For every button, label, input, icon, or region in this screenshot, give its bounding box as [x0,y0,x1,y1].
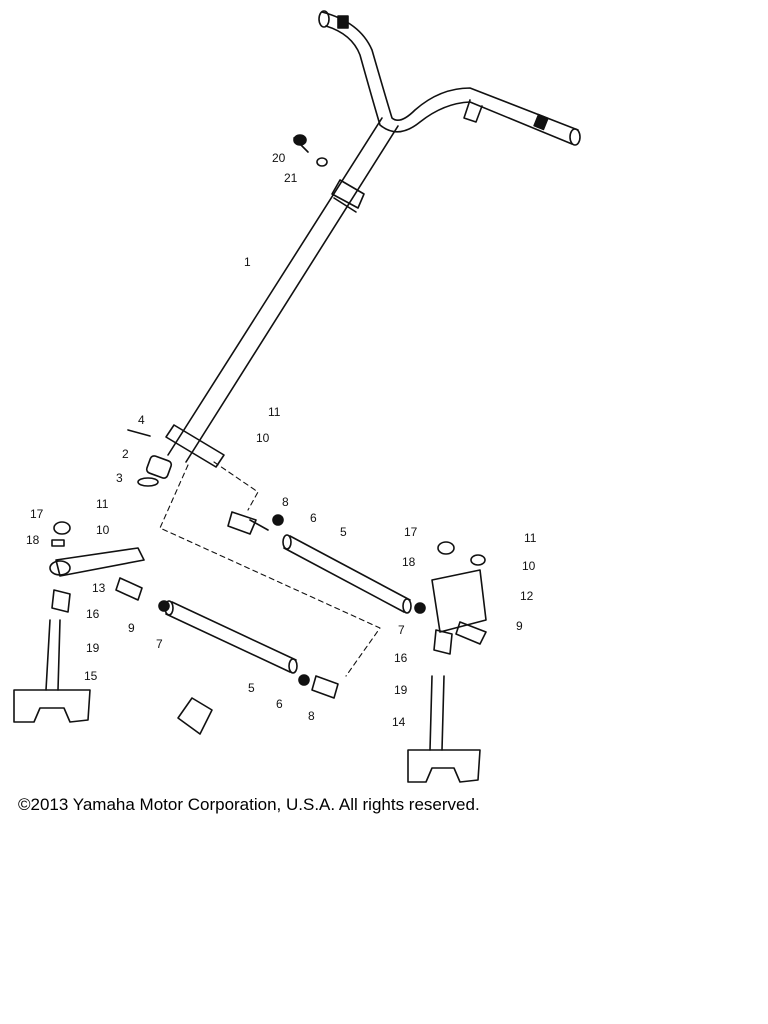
part-label-p11b: 11 [96,497,109,511]
part-label-p10b: 10 [96,523,110,537]
tie-rod-upper [282,534,412,614]
part-label-p6b: 6 [276,697,283,711]
part-label-p9a: 9 [128,621,135,635]
part-label-p5b: 5 [248,681,255,695]
part-label-p19b: 19 [394,683,408,697]
steering-parts-diagram: 2021141110231711181068513161997155681711… [13,10,581,783]
part-label-p1: 1 [244,255,251,269]
part-label-p18a: 18 [26,533,40,547]
part-label-p10c: 10 [522,559,536,573]
part-label-p3: 3 [116,471,123,485]
clamp-bolt [293,134,328,167]
part-label-p15: 15 [84,669,98,683]
part-label-p17b: 17 [404,525,418,539]
part-label-p13: 13 [92,581,106,595]
right-spindle [407,629,481,783]
part-label-p11c: 11 [524,531,537,545]
part-label-p16b: 16 [394,651,408,665]
left-steering-arm [49,521,145,613]
right-steering-arm [431,541,487,633]
part-label-p14: 14 [392,715,406,729]
left-spindle [13,619,91,723]
part-label-p5a: 5 [340,525,347,539]
steering-column [165,117,399,468]
part-label-p18b: 18 [402,555,416,569]
part-label-p8a: 8 [282,495,289,509]
lock-nuts [158,514,426,686]
tie-rod-lower [164,600,298,674]
part-label-p8b: 8 [308,709,315,723]
part-label-p12: 12 [520,589,534,603]
part-label-p7a: 7 [156,637,163,651]
part-label-p2: 2 [122,447,129,461]
copyright-notice: ©2013 Yamaha Motor Corporation, U.S.A. A… [18,795,480,814]
part-label-p4: 4 [138,413,145,427]
part-label-p10a: 10 [256,431,270,445]
connector-lines [159,461,381,677]
handlebar [318,10,581,146]
part-label-p6a: 6 [310,511,317,525]
column-bushing [127,429,173,487]
part-label-p11a: 11 [268,405,281,419]
part-label-p20: 20 [272,151,286,165]
part-label-p19a: 19 [86,641,100,655]
part-label-p9b: 9 [516,619,523,633]
part-label-p17a: 17 [30,507,44,521]
part-label-p7b: 7 [398,623,405,637]
part-label-p21: 21 [284,171,298,185]
mounting-bracket [177,697,213,735]
part-label-p16a: 16 [86,607,100,621]
rod-ends [115,511,487,699]
